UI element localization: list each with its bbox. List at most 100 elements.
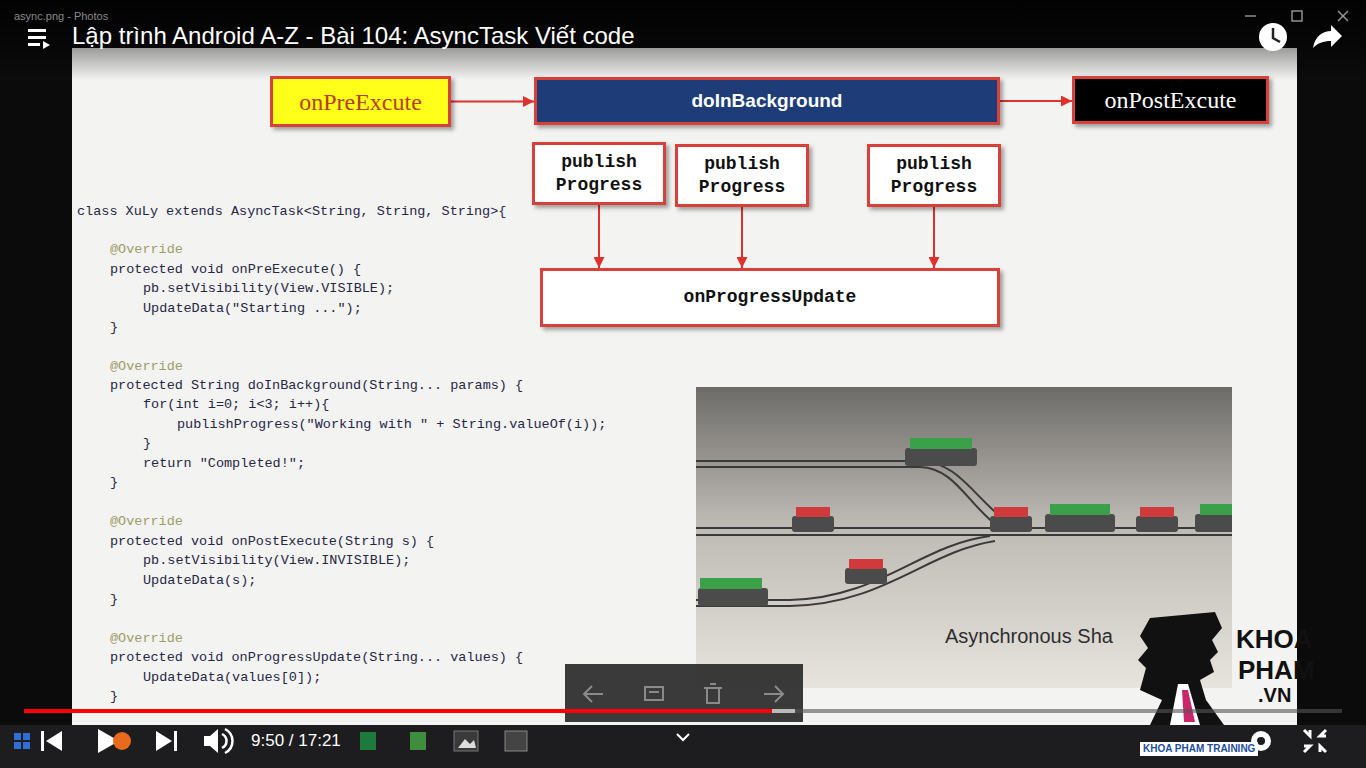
code-annotation: @Override bbox=[110, 358, 183, 376]
train-carts bbox=[700, 578, 762, 589]
railway-illustration bbox=[696, 466, 920, 468]
flow-arrow bbox=[598, 205, 600, 268]
update-box: onProgressUpdate bbox=[540, 268, 1000, 327]
top-shade bbox=[0, 0, 1366, 80]
railway-illustration bbox=[696, 534, 1232, 536]
fullscreen-exit-icon bbox=[1304, 730, 1310, 736]
node-text: publish Progress bbox=[878, 153, 990, 198]
fullscreen-exit-icon bbox=[1304, 730, 1326, 752]
window-caption: async.png - Photos bbox=[14, 9, 108, 23]
code-line: protected void onPostExecute(String s) { bbox=[110, 533, 434, 551]
code-line: return "Completed!"; bbox=[143, 455, 305, 473]
code-line: } bbox=[110, 319, 118, 337]
watch-later-icon bbox=[1259, 23, 1287, 51]
code-annotation: @Override bbox=[110, 513, 183, 531]
photos-toolbar bbox=[565, 664, 803, 722]
publish-box: publish Progress bbox=[532, 142, 666, 205]
node-text: doInBackground bbox=[692, 89, 843, 113]
train-carts bbox=[990, 516, 1032, 532]
train-carts bbox=[796, 507, 830, 517]
progress-bar bbox=[772, 709, 795, 713]
photos-toolbar bbox=[707, 688, 719, 703]
slide-background bbox=[72, 48, 1297, 728]
publish-box: publish Progress bbox=[675, 144, 809, 207]
playlist-icon bbox=[28, 29, 50, 49]
taskbar-icons bbox=[14, 733, 30, 749]
train-carts bbox=[792, 516, 834, 532]
flow-arrow bbox=[1000, 100, 1072, 102]
code-line: for(int i=0; i<3; i++){ bbox=[143, 396, 329, 414]
playlist-icon bbox=[28, 43, 40, 46]
code-line: } bbox=[143, 435, 151, 453]
taskbar-icons bbox=[454, 731, 478, 751]
railway-illustration bbox=[790, 541, 995, 606]
photos-toolbar bbox=[565, 664, 803, 722]
player-controls bbox=[156, 731, 172, 751]
taskbar-icons bbox=[505, 731, 527, 751]
taskbar-icons bbox=[14, 731, 689, 751]
photos-toolbar bbox=[704, 687, 722, 689]
window-buttons bbox=[1245, 15, 1256, 16]
code-line: protected void onProgressUpdate(String..… bbox=[110, 649, 523, 667]
code-line: pb.setVisibility(View.INVISIBLE); bbox=[143, 552, 410, 570]
code-line: pb.setVisibility(View.VISIBLE); bbox=[143, 280, 394, 298]
code-line: UpdateData(values[0]); bbox=[143, 669, 321, 687]
end-box: onPostExcute bbox=[1072, 76, 1269, 124]
window-buttons bbox=[1292, 11, 1302, 21]
flow-arrow bbox=[451, 101, 534, 103]
train-carts bbox=[698, 438, 1232, 606]
railway-illustration bbox=[696, 461, 1232, 606]
flow-arrow bbox=[933, 207, 935, 268]
logo-text: PHAM bbox=[1238, 655, 1315, 685]
code-line: publishProgress("Working with " + String… bbox=[177, 416, 606, 434]
code-annotation: @Override bbox=[110, 241, 183, 259]
brand-strip: KHOA PHAM TRAINING bbox=[1140, 742, 1258, 756]
taskbar-icons bbox=[458, 739, 476, 748]
photos-toolbar bbox=[775, 686, 783, 702]
process-box: doInBackground bbox=[534, 77, 1000, 125]
train-carts bbox=[698, 588, 768, 606]
player-controls bbox=[46, 731, 62, 751]
playlist-icon bbox=[43, 41, 50, 49]
window-buttons bbox=[1338, 11, 1348, 21]
taskbar-icons bbox=[677, 734, 689, 740]
train-carts bbox=[1136, 516, 1178, 532]
player-controls bbox=[225, 729, 233, 753]
railway-illustration bbox=[790, 536, 990, 600]
train-carts bbox=[1045, 514, 1115, 532]
photos-toolbar bbox=[645, 687, 663, 700]
fullscreen-exit-icon bbox=[1320, 746, 1326, 752]
player-controls bbox=[41, 729, 233, 753]
taskbar bbox=[0, 725, 1366, 768]
logo-silhouette bbox=[1138, 612, 1224, 725]
photos-toolbar bbox=[649, 691, 659, 693]
code-annotation: @Override bbox=[110, 630, 183, 648]
start-box: onPreExcute bbox=[270, 76, 451, 127]
playlist-icon bbox=[28, 29, 46, 32]
player-controls bbox=[174, 731, 177, 751]
train-carts bbox=[845, 568, 887, 584]
player-controls bbox=[41, 731, 44, 751]
railway-illustration bbox=[920, 467, 1000, 528]
taskbar-icons bbox=[23, 733, 30, 740]
publish-box: publish Progress bbox=[867, 144, 1001, 207]
logo-silhouette bbox=[1138, 612, 1224, 725]
logo-silhouette bbox=[1182, 690, 1195, 722]
playlist-icon bbox=[28, 36, 46, 39]
train-carts bbox=[1200, 504, 1232, 515]
logo-silhouette bbox=[1170, 684, 1200, 725]
code-line: } bbox=[110, 474, 118, 492]
photos-toolbar bbox=[584, 684, 783, 703]
node-text: onPostExcute bbox=[1105, 85, 1237, 115]
photos-toolbar bbox=[764, 693, 783, 695]
player-controls bbox=[222, 734, 227, 748]
window-buttons bbox=[1338, 11, 1348, 21]
progress-bar bbox=[24, 709, 772, 713]
code-line: } bbox=[110, 688, 118, 706]
code-line: protected String doInBackground(String..… bbox=[110, 377, 523, 395]
fullscreen-exit-icon bbox=[1320, 730, 1326, 736]
photos-toolbar bbox=[584, 693, 603, 695]
taskbar-icons bbox=[14, 742, 21, 749]
